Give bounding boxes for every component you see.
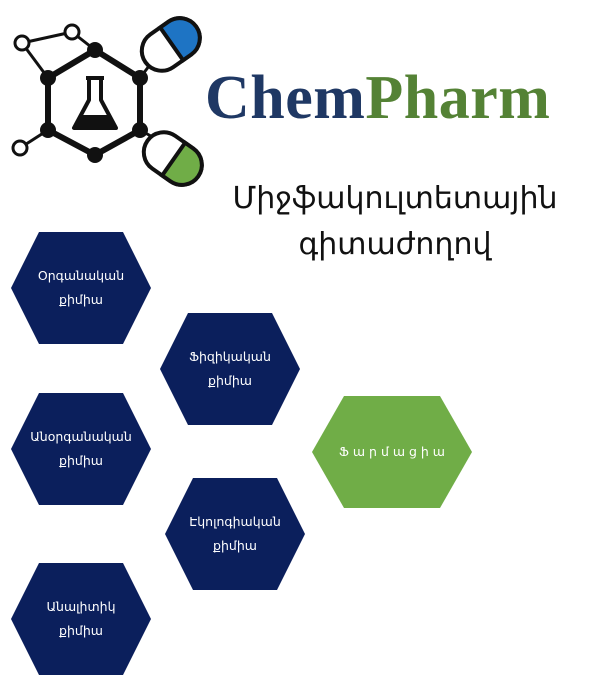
brand-chem: Chem xyxy=(205,64,366,132)
subtitle-line-1: Միջֆակուլտետային xyxy=(232,181,558,216)
brand-title: ChemPharm xyxy=(205,58,550,138)
hex-organic-chemistry[interactable]: Օրգանական քիմիա xyxy=(11,232,151,344)
hex-inorganic-chemistry[interactable]: Անօրգանական քիմիա xyxy=(11,393,151,505)
subtitle-line-2: գիտաժողով xyxy=(298,227,492,262)
hex-label: Անօրգանական քիմիա xyxy=(30,429,132,468)
hex-label: Էկոլոգիական քիմիա xyxy=(189,514,281,553)
hex-analytical-chemistry[interactable]: Անալիտիկ քիմիա xyxy=(11,563,151,675)
hex-pharmacy[interactable]: Ֆ ա ր մ ա ց ի ա xyxy=(312,396,472,508)
hex-physical-chemistry[interactable]: Ֆիզիկական քիմիա xyxy=(160,313,300,425)
hex-label: Ֆ ա ր մ ա ց ի ա xyxy=(339,444,445,459)
conference-subtitle: Միջֆակուլտետային գիտաժողով xyxy=(200,176,590,268)
hex-ecological-chemistry[interactable]: Էկոլոգիական քիմիա xyxy=(165,478,305,590)
hex-label: Ֆիզիկական քիմիա xyxy=(189,349,271,388)
brand-pharm: Pharm xyxy=(365,64,551,132)
hex-label: Օրգանական քիմիա xyxy=(37,268,125,307)
chemistry-flask-molecule-icon xyxy=(11,16,204,187)
hex-label: Անալիտիկ քիմիա xyxy=(46,599,116,638)
